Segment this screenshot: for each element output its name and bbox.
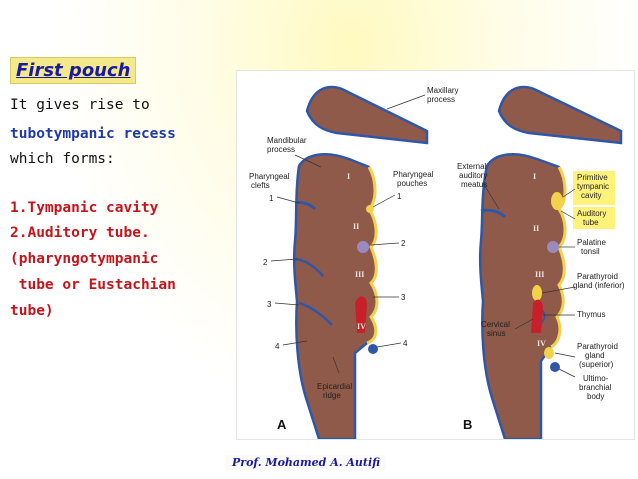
author-footer: Prof. Mohamed A. Autifi [226, 455, 387, 470]
panel-a-label: A [277, 417, 287, 432]
panel-b-label: B [463, 417, 472, 432]
label-primitive: Primitive [577, 173, 608, 182]
embryo-figure: I II III IV Maxillary process Mandibu [236, 70, 635, 440]
maxillary-process-b [497, 85, 623, 145]
panel-a-drawing: I II III IV Maxillary process Mandibu [249, 85, 459, 439]
label-palatine: tonsil [581, 247, 600, 256]
label-meatus: External [457, 162, 487, 171]
label-clefts: Pharyngeal [249, 172, 290, 181]
label-parathyroid-inferior: gland (inferior) [573, 281, 625, 290]
label-parathyroid-inferior: Parathyroid [577, 272, 618, 281]
thymus [531, 299, 543, 333]
pouch-1-a [366, 205, 374, 213]
arch-label: I [533, 172, 536, 181]
meatus-b [480, 208, 507, 219]
arch-label: I [347, 172, 350, 181]
pouch-number: 1 [397, 192, 402, 201]
ultimobranchial-body [550, 362, 560, 372]
arch-label: IV [537, 339, 546, 348]
label-pouches: pouches [397, 179, 427, 188]
label-epicardial: ridge [323, 391, 341, 400]
arch-label: III [355, 270, 364, 279]
primitive-tympanic-cavity [551, 192, 563, 210]
highlight-auditory-tube [573, 207, 615, 229]
panel-b-drawing: I II III IV External auditory meatus Pri… [457, 85, 625, 439]
cleft-number: 3 [267, 300, 272, 309]
slide-title: First pouch [10, 57, 137, 84]
label-cervical: Cervical [481, 320, 510, 329]
cleft-3-a [298, 301, 333, 326]
arch-label: II [353, 222, 359, 231]
parathyroid-superior [544, 347, 554, 359]
label-meatus: auditory [459, 171, 487, 180]
pouch-number: 2 [401, 239, 406, 248]
label-primitive: cavity [581, 191, 601, 200]
list-item: (pharyngotympanic [10, 251, 159, 267]
label-mandibular: Mandibular [267, 136, 307, 145]
leader-lines-a [270, 94, 426, 374]
label-ultimobranchial: Ultimo- [583, 374, 609, 383]
label-pouches: Pharyngeal [393, 170, 434, 179]
label-parathyroid-superior: Parathyroid [577, 342, 618, 351]
list-item: 1.Tympanic cavity [10, 200, 159, 216]
label-meatus: meatus [461, 180, 487, 189]
pouch-4-a [368, 344, 378, 354]
highlight-primitive-tympanic [573, 171, 615, 205]
pouch-number: 4 [403, 339, 408, 348]
arch-label: III [535, 270, 544, 279]
label-clefts: clefts [251, 181, 270, 190]
cleft-number: 4 [275, 342, 280, 351]
label-parathyroid-superior: (superior) [579, 360, 614, 369]
label-mandibular: process [267, 145, 295, 154]
label-primitive: tympanic [577, 182, 609, 191]
label-ultimobranchial: body [587, 392, 604, 401]
pharyngeal-arches-illustration: I II III IV Maxillary process Mandibu [249, 85, 625, 439]
label-cervical: sinus [487, 329, 506, 338]
arch-label: IV [357, 322, 366, 331]
label-ultimobranchial: branchial [579, 383, 612, 392]
intro-text: It gives rise to [10, 97, 150, 113]
list-item: tube) [10, 303, 54, 319]
which-forms-text: which forms: [10, 151, 115, 167]
list-item: tube or Eustachian [10, 277, 176, 293]
parathyroid-inferior [532, 285, 542, 301]
palatine-tonsil [547, 241, 559, 253]
pouch-number: 3 [401, 293, 406, 302]
pouch-2-a [357, 241, 369, 253]
cleft-number: 1 [269, 194, 274, 203]
label-parathyroid-superior: gland [585, 351, 605, 360]
maxillary-process-a [305, 85, 429, 145]
label-thymus: Thymus [577, 310, 605, 319]
thymus-primordium-a [355, 296, 367, 333]
label-auditory-tube: tube [583, 218, 599, 227]
label-epicardial: Epicardial [317, 382, 352, 391]
cleft-2-a [295, 257, 324, 277]
arch-label: II [533, 224, 539, 233]
label-maxillary: Maxillary [427, 86, 459, 95]
label-maxillary: process [427, 95, 455, 104]
term-text: tubotympanic recess [10, 126, 176, 142]
cleft-number: 2 [263, 258, 268, 267]
label-palatine: Palatine [577, 238, 606, 247]
list-item: 2.Auditory tube. [10, 225, 150, 241]
leader-lines-b [482, 182, 576, 378]
label-auditory-tube: Auditory [577, 209, 606, 218]
